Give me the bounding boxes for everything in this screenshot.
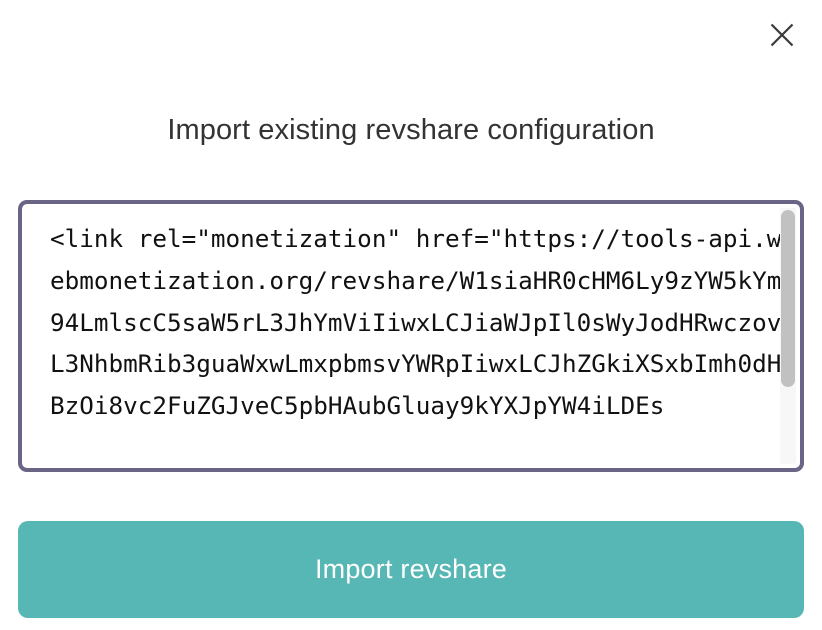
revshare-config-field-wrapper <box>18 200 804 472</box>
close-x-glyph <box>770 23 794 47</box>
page-title: Import existing revshare configuration <box>167 114 655 146</box>
close-icon[interactable] <box>761 14 803 56</box>
import-revshare-button[interactable]: Import revshare <box>18 521 804 618</box>
revshare-config-input[interactable] <box>22 204 800 468</box>
